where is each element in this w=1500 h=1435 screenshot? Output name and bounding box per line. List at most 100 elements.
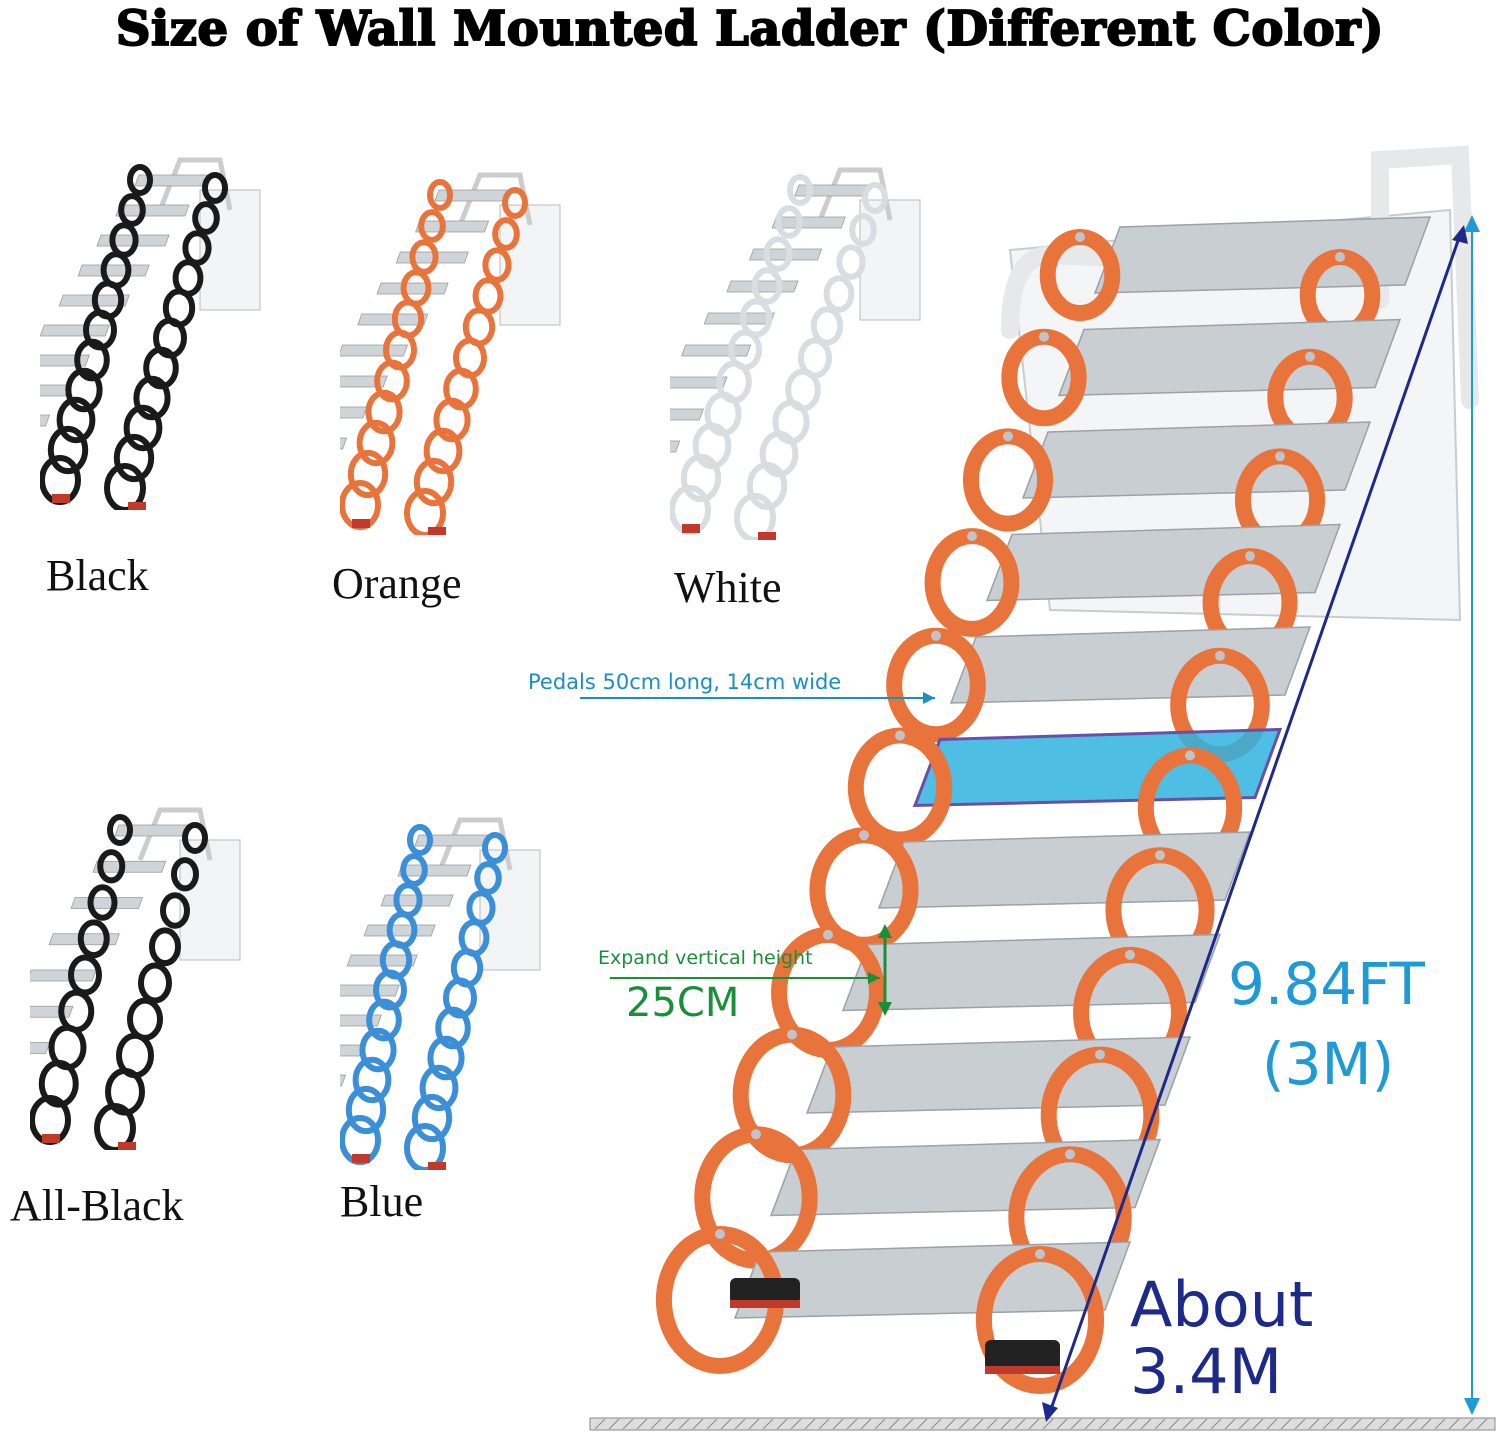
floor-hatch	[1294, 1418, 1306, 1430]
ladder-foot	[682, 524, 700, 533]
ladder-link	[113, 433, 155, 483]
ladder-link	[427, 1035, 465, 1081]
ladder-link	[751, 267, 783, 305]
ladder-foot	[730, 1300, 800, 1308]
ladder-link	[118, 193, 146, 227]
height-arrowhead-bottom	[1464, 1398, 1480, 1415]
ladder-step	[30, 969, 97, 982]
ladder-step	[363, 924, 436, 937]
ladder-link	[359, 1027, 397, 1073]
floor-hatch	[1070, 1418, 1082, 1430]
floor-hatch	[748, 1418, 760, 1430]
length-arrowhead-bottom	[1042, 1402, 1058, 1422]
floor-hatch	[1476, 1418, 1488, 1430]
rivet	[1335, 252, 1345, 262]
ladder-link	[104, 463, 146, 510]
floor-hatch	[692, 1418, 704, 1430]
ladder-step	[77, 264, 150, 277]
rivet	[967, 531, 977, 542]
ladder-link	[746, 461, 788, 511]
floor-hatch	[1196, 1418, 1208, 1430]
rivet	[1065, 1149, 1075, 1160]
ladder-link	[472, 277, 504, 315]
ladder-link	[419, 1064, 459, 1112]
ladder-link	[482, 247, 512, 283]
rivet	[1275, 451, 1285, 462]
ladder-link	[138, 962, 172, 1004]
floor-hatch	[1168, 1418, 1180, 1430]
length-arrow	[1048, 234, 1462, 1413]
floor-hatch	[664, 1418, 676, 1430]
ladder-link	[202, 172, 228, 204]
ladder-link	[492, 217, 520, 251]
ladder-step	[340, 344, 409, 357]
ladder-link	[356, 419, 396, 467]
ladder-link	[823, 275, 855, 313]
ladder-step	[40, 324, 110, 337]
rivet	[1155, 850, 1165, 861]
ladder-link	[160, 892, 190, 929]
rivet	[715, 1229, 725, 1239]
ladder-foot	[118, 1142, 136, 1150]
ladder-link	[182, 822, 208, 854]
floor-hatch	[678, 1418, 690, 1430]
floor-hatch	[930, 1418, 942, 1430]
rivet	[1003, 431, 1013, 442]
floor-hatch	[1364, 1418, 1376, 1430]
ladder-foot	[428, 527, 446, 535]
ladder-link	[862, 182, 888, 214]
ladder-step	[30, 1005, 74, 1018]
floor-hatch	[790, 1418, 802, 1430]
rivet	[931, 630, 941, 641]
ladder-link	[413, 457, 455, 507]
floor-hatch	[818, 1418, 830, 1430]
floor-hatch	[1392, 1418, 1404, 1430]
ladder-link	[38, 1059, 79, 1108]
expand-arrowhead-bottom	[878, 1002, 892, 1016]
ladder-foot	[42, 1134, 60, 1143]
floor-hatch	[1350, 1418, 1362, 1430]
floor-hatch	[1252, 1418, 1264, 1430]
expand-height-value: 25CM	[626, 980, 740, 1026]
ladder-link	[352, 1056, 392, 1104]
floor-hatch	[608, 1418, 620, 1430]
all-black-ladder-image	[30, 807, 241, 1150]
floor-hatch	[902, 1418, 914, 1430]
length-value: 3.4M	[1130, 1335, 1283, 1408]
rivet	[1075, 232, 1085, 242]
floor-hatch	[720, 1418, 732, 1430]
floor-hatch	[874, 1418, 886, 1430]
floor-hatch	[1084, 1418, 1096, 1430]
ladder-foot	[730, 1278, 800, 1304]
pedal-arrowhead	[923, 692, 935, 704]
floor-hatch	[1140, 1418, 1152, 1430]
ladder-link	[127, 164, 153, 196]
ladder-foot	[352, 1154, 370, 1163]
page-title: Size of Wall Mounted Ladder (Different C…	[115, 0, 1385, 58]
ladder-step	[30, 1042, 51, 1054]
ladder-link	[365, 389, 403, 435]
variant-label-blue: Blue	[340, 1177, 424, 1226]
ladder-step	[1057, 318, 1402, 397]
ladder-step	[670, 408, 704, 421]
floor-hatch	[1098, 1418, 1110, 1430]
ladder-link	[849, 213, 877, 247]
rivet	[1039, 331, 1049, 342]
rivet	[1125, 949, 1135, 960]
ladder-foot	[428, 1162, 446, 1170]
floor-hatch	[1126, 1418, 1138, 1430]
floor-hatch	[1056, 1418, 1068, 1430]
ladder-link	[171, 857, 199, 892]
ladder-link	[435, 1006, 471, 1050]
rivet	[1305, 351, 1315, 362]
ladder-link	[433, 397, 471, 443]
height-arrowhead-top	[1464, 215, 1480, 232]
ladder-link	[56, 396, 96, 444]
floor-hatch	[1420, 1418, 1432, 1430]
ladder-link	[734, 493, 776, 540]
floor-hatch	[1434, 1418, 1446, 1430]
ladder-link	[123, 404, 163, 452]
floor-hatch	[1378, 1418, 1390, 1430]
ladder-link	[347, 449, 389, 499]
ladder-link	[423, 427, 463, 475]
